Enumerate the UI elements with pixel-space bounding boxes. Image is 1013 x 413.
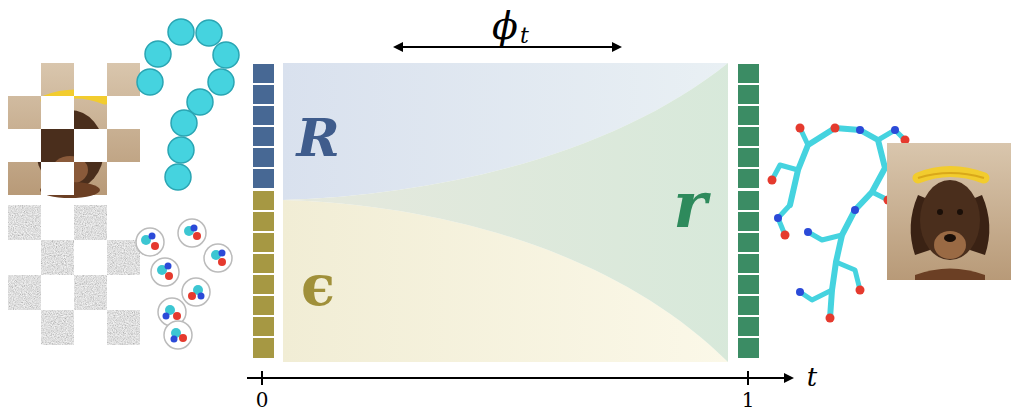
region-symbol: ϵ [301,257,335,313]
noisy-token-bar [253,64,274,358]
bead-chain [137,19,239,190]
range-arrow [395,46,620,48]
parameter-symbol: ϕ [492,7,518,45]
interpolation-region [283,63,728,362]
masked-image [8,63,140,198]
region-symbol: r [673,173,707,237]
tick-label: 0 [256,390,269,410]
molecule-cloud [136,219,232,349]
axis-label: t [807,364,817,390]
parameter-subscript: t [520,25,529,47]
tick-label: 1 [742,390,755,410]
region-symbol: R [296,112,339,164]
noise-image [8,205,140,345]
clean-image [887,143,1011,280]
time-axis [247,371,792,385]
clean-token-bar [738,64,759,358]
